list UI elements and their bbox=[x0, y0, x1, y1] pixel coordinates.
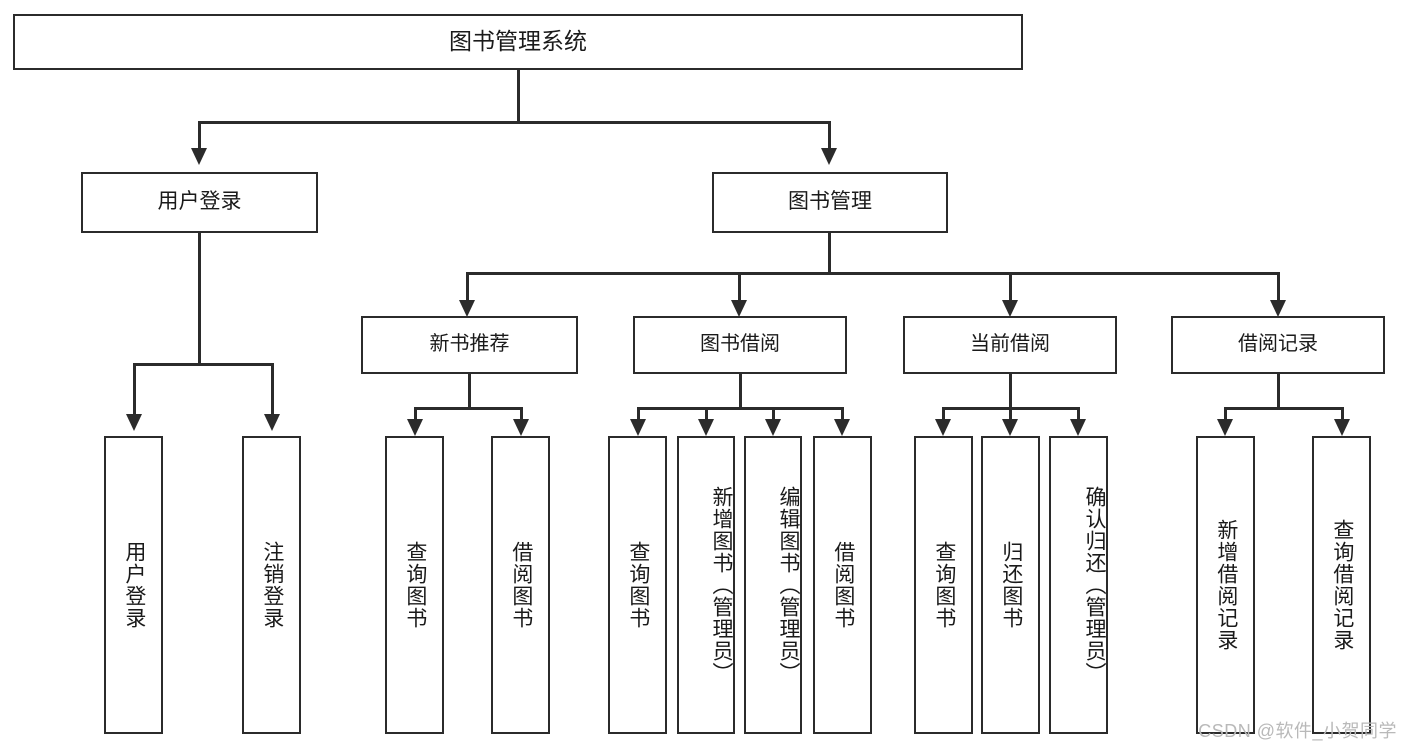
node-root-system[interactable]: 图书管理系统 bbox=[13, 14, 1023, 70]
arrow-to-leaf-borrow-book-1 bbox=[513, 419, 529, 436]
connector-userlogin-drop-2 bbox=[271, 363, 274, 416]
connector-root-bus bbox=[198, 121, 830, 124]
node-label: 编辑图书（管理员） bbox=[777, 486, 800, 684]
leaf-return-book[interactable]: 归还图书 bbox=[981, 436, 1040, 734]
arrow-to-borrow-record bbox=[1270, 300, 1286, 317]
connector-root-drop-1 bbox=[198, 121, 201, 151]
connector-newbook-bus bbox=[414, 407, 522, 410]
node-book-manage[interactable]: 图书管理 bbox=[712, 172, 948, 233]
node-label: 用户登录 bbox=[122, 541, 146, 629]
connector-level2-drop-3 bbox=[1009, 272, 1012, 304]
arrow-to-leaf-query-record bbox=[1334, 419, 1350, 436]
arrow-to-leaf-logout bbox=[264, 414, 280, 431]
leaf-borrow-book[interactable]: 借阅图书 bbox=[813, 436, 872, 734]
arrow-to-new-book-recommend bbox=[459, 300, 475, 317]
arrow-to-leaf-user-login bbox=[126, 414, 142, 431]
arrow-to-leaf-return-book bbox=[1002, 419, 1018, 436]
node-user-login[interactable]: 用户登录 bbox=[81, 172, 318, 233]
connector-currentborrow-drop-1 bbox=[942, 407, 945, 421]
node-label: 新书推荐 bbox=[429, 333, 510, 356]
arrow-to-book-manage bbox=[821, 148, 837, 165]
leaf-add-borrow-record[interactable]: 新增借阅记录 bbox=[1196, 436, 1255, 734]
arrow-to-leaf-edit-book bbox=[765, 419, 781, 436]
connector-userlogin-stem bbox=[198, 233, 201, 363]
node-label: 借阅图书 bbox=[831, 541, 855, 629]
connector-bookborrow-stem bbox=[739, 374, 742, 407]
arrow-to-leaf-confirm-return bbox=[1070, 419, 1086, 436]
arrow-to-current-borrow bbox=[1002, 300, 1018, 317]
arrow-to-user-login bbox=[191, 148, 207, 165]
node-label: 借阅记录 bbox=[1238, 333, 1318, 356]
node-label: 图书借阅 bbox=[700, 333, 780, 356]
leaf-confirm-return-admin[interactable]: 确认归还（管理员） bbox=[1049, 436, 1108, 734]
arrow-to-book-borrow bbox=[731, 300, 747, 317]
leaf-borrow-book-recommend[interactable]: 借阅图书 bbox=[491, 436, 550, 734]
connector-level2-bus bbox=[466, 272, 1279, 275]
connector-bookborrow-drop-3 bbox=[772, 407, 775, 421]
connector-newbook-drop-1 bbox=[414, 407, 417, 421]
arrow-to-leaf-query-book-1 bbox=[407, 419, 423, 436]
connector-bookborrow-drop-1 bbox=[637, 407, 640, 421]
connector-userlogin-bus bbox=[133, 363, 273, 366]
connector-level2-drop-1 bbox=[466, 272, 469, 304]
connector-currentborrow-stem bbox=[1009, 374, 1012, 407]
connector-newbook-drop-2 bbox=[520, 407, 523, 421]
connector-bookmanage-stem bbox=[828, 233, 831, 272]
connector-bookborrow-bus bbox=[637, 407, 844, 410]
node-label: 确认归还（管理员） bbox=[1083, 486, 1106, 684]
node-label: 查询图书 bbox=[932, 541, 956, 629]
connector-borrowrecord-bus bbox=[1224, 407, 1343, 410]
connector-level2-drop-4 bbox=[1277, 272, 1280, 304]
node-label: 查询图书 bbox=[403, 541, 427, 629]
arrow-to-leaf-add-record bbox=[1217, 419, 1233, 436]
connector-newbook-stem bbox=[468, 374, 471, 407]
connector-borrowrecord-drop-2 bbox=[1341, 407, 1344, 421]
node-current-borrow[interactable]: 当前借阅 bbox=[903, 316, 1117, 374]
node-book-borrow[interactable]: 图书借阅 bbox=[633, 316, 847, 374]
connector-currentborrow-drop-3 bbox=[1077, 407, 1080, 421]
arrow-to-leaf-query-book-2 bbox=[630, 419, 646, 436]
node-label: 归还图书 bbox=[999, 541, 1023, 629]
leaf-user-login[interactable]: 用户登录 bbox=[104, 436, 163, 734]
node-label: 新增借阅记录 bbox=[1214, 519, 1238, 651]
leaf-query-book-current[interactable]: 查询图书 bbox=[914, 436, 973, 734]
node-label: 当前借阅 bbox=[970, 333, 1050, 356]
node-borrow-record[interactable]: 借阅记录 bbox=[1171, 316, 1385, 374]
node-label: 图书管理 bbox=[788, 190, 872, 214]
node-label: 查询图书 bbox=[626, 541, 650, 629]
leaf-query-book-recommend[interactable]: 查询图书 bbox=[385, 436, 444, 734]
node-label: 新增图书（管理员） bbox=[710, 486, 733, 684]
connector-bookborrow-drop-4 bbox=[841, 407, 844, 421]
arrow-to-leaf-query-book-3 bbox=[935, 419, 951, 436]
connector-root-stem bbox=[517, 70, 520, 121]
leaf-add-book-admin[interactable]: 新增图书（管理员） bbox=[677, 436, 735, 734]
leaf-edit-book-admin[interactable]: 编辑图书（管理员） bbox=[744, 436, 802, 734]
node-new-book-recommend[interactable]: 新书推荐 bbox=[361, 316, 578, 374]
node-label: 注销登录 bbox=[260, 541, 284, 629]
connector-currentborrow-drop-2 bbox=[1009, 407, 1012, 421]
connector-bookborrow-drop-2 bbox=[705, 407, 708, 421]
arrow-to-leaf-borrow-book-2 bbox=[834, 419, 850, 436]
arrow-to-leaf-add-book bbox=[698, 419, 714, 436]
connector-userlogin-drop-1 bbox=[133, 363, 136, 416]
node-label: 用户登录 bbox=[157, 190, 242, 214]
connector-level2-drop-2 bbox=[738, 272, 741, 304]
node-label: 查询借阅记录 bbox=[1330, 519, 1354, 651]
connector-borrowrecord-stem bbox=[1277, 374, 1280, 407]
node-label: 借阅图书 bbox=[509, 541, 533, 629]
leaf-logout[interactable]: 注销登录 bbox=[242, 436, 301, 734]
connector-borrowrecord-drop-1 bbox=[1224, 407, 1227, 421]
leaf-query-book-borrow[interactable]: 查询图书 bbox=[608, 436, 667, 734]
connector-root-drop-2 bbox=[828, 121, 831, 151]
node-label: 图书管理系统 bbox=[449, 28, 587, 55]
leaf-query-borrow-record[interactable]: 查询借阅记录 bbox=[1312, 436, 1371, 734]
